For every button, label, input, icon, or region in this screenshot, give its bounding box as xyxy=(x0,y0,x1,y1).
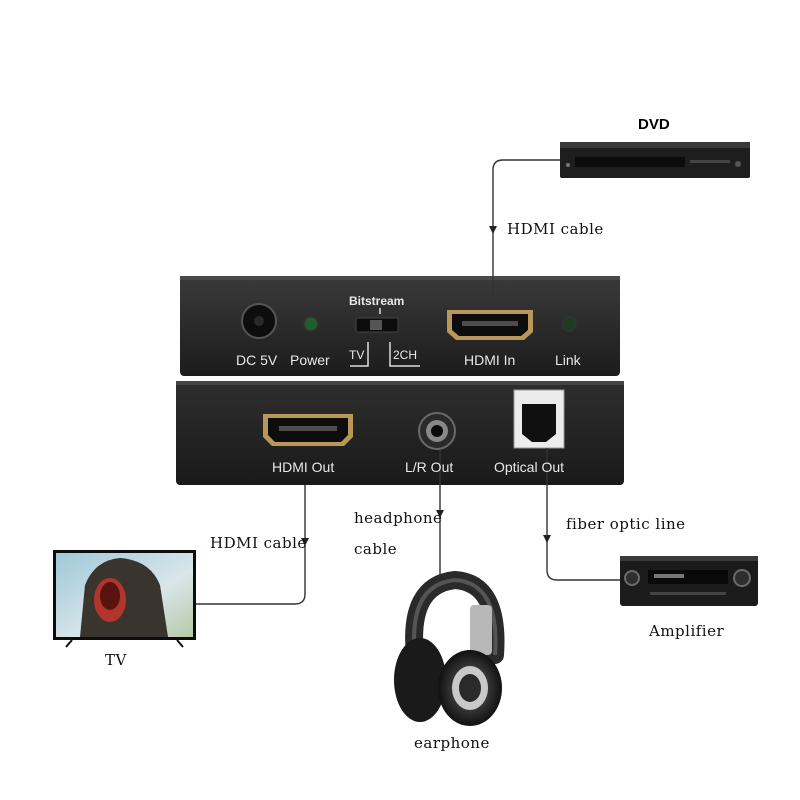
hdmi-in-label: HDMI In xyxy=(464,352,516,368)
2ch-mode-label: 2CH xyxy=(393,348,418,362)
cable-arrows xyxy=(301,226,551,546)
bitstream-label: Bitstream xyxy=(349,294,405,308)
amplifier-unit xyxy=(620,556,758,606)
power-led-icon xyxy=(303,316,319,332)
tv-set xyxy=(53,550,196,648)
lr-out-label: L/R Out xyxy=(405,459,454,475)
fiber-optic-cable xyxy=(546,448,620,581)
arrow-down-icon xyxy=(301,538,309,546)
link-led-icon xyxy=(561,316,577,332)
link-label: Link xyxy=(555,352,581,368)
arrow-down-icon xyxy=(489,226,497,234)
fiber-optic-label: fiber optic line xyxy=(566,515,686,533)
hdmi-out-cable-label: HDMI cable xyxy=(210,534,307,552)
hdmi-in-cable-label: HDMI cable xyxy=(507,220,604,238)
headphone-cable-label-line2: cable xyxy=(354,540,398,558)
earphone-label: earphone xyxy=(414,734,490,752)
dvd-label: DVD xyxy=(638,116,670,133)
hdmi-out-cable xyxy=(196,485,306,605)
arrow-down-icon xyxy=(543,535,551,543)
tv-mode-label: TV xyxy=(349,348,365,362)
hdmi-in-cable xyxy=(492,159,560,310)
tv-label: TV xyxy=(105,651,127,669)
converter-output-panel xyxy=(176,381,624,485)
hdmi-out-label: HDMI Out xyxy=(272,459,335,475)
converter-input-panel xyxy=(180,276,620,376)
optical-out-label: Optical Out xyxy=(494,459,565,475)
power-label: Power xyxy=(290,352,330,368)
headphones xyxy=(394,570,505,726)
dc-5v-label: DC 5V xyxy=(236,352,278,368)
headphone-cable-label-line1: headphone xyxy=(354,509,443,527)
dvd-player xyxy=(560,142,750,178)
arrow-down-icon xyxy=(436,510,444,518)
amplifier-label: Amplifier xyxy=(649,622,725,640)
